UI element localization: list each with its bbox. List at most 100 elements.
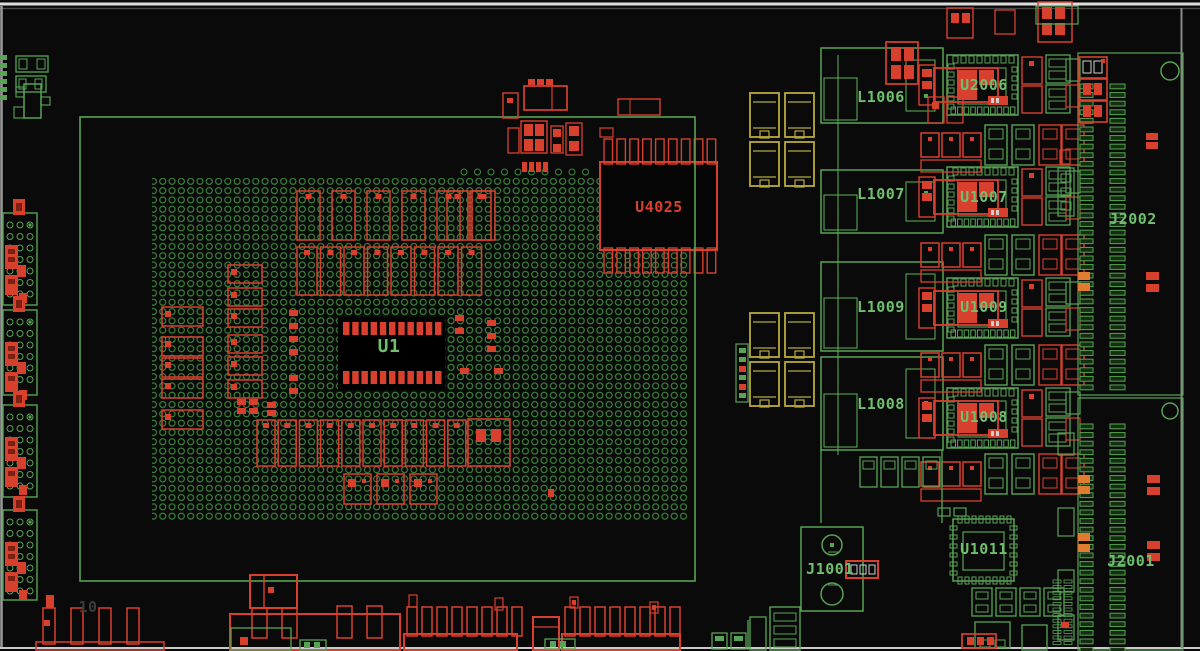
qfn-pin — [976, 439, 983, 448]
cap-outline — [446, 190, 469, 241]
footprint-outline — [845, 560, 879, 579]
cap-outline — [277, 419, 297, 467]
footprint-outline — [730, 632, 747, 650]
pad — [967, 637, 974, 645]
connector-pin — [436, 606, 448, 637]
u4025-pin — [642, 138, 652, 165]
connector-pad — [1079, 612, 1094, 619]
fine-pad — [1063, 596, 1073, 601]
footprint-outline — [98, 607, 112, 645]
pad — [1029, 394, 1034, 399]
pad — [1055, 7, 1065, 19]
connector-pad — [1079, 152, 1094, 159]
footprint-outline — [1042, 477, 1058, 489]
pad — [922, 402, 932, 410]
pad — [0, 71, 7, 76]
footprint-outline — [249, 574, 298, 609]
footprint-outline — [1048, 100, 1067, 110]
footprint-outline — [773, 638, 797, 648]
via — [16, 233, 24, 240]
cap-outline — [1045, 387, 1071, 417]
inductor-outline — [820, 47, 944, 124]
pad-mark — [8, 449, 15, 454]
fine-pad — [1052, 607, 1062, 612]
connector-pad — [1079, 315, 1094, 322]
via — [16, 425, 24, 432]
pad — [1078, 533, 1090, 541]
pad — [491, 429, 501, 442]
qfn-pin — [1000, 388, 1007, 397]
cap-outline — [984, 234, 1008, 276]
pad — [1094, 105, 1102, 117]
pad — [304, 250, 310, 255]
footprint-outline — [749, 616, 767, 651]
connector-pad — [1079, 384, 1094, 391]
footprint-outline — [36, 58, 46, 70]
pad — [1146, 133, 1158, 140]
via — [26, 425, 34, 432]
qfn-red-overlay — [933, 67, 999, 103]
pad — [1029, 173, 1034, 178]
u1-pad — [379, 371, 387, 384]
connector-pad — [1079, 307, 1094, 313]
connector-pad — [1109, 117, 1126, 124]
via — [26, 576, 34, 583]
cap-outline — [1011, 344, 1035, 386]
connector-pad — [1109, 229, 1126, 236]
via — [568, 168, 576, 176]
tiny-pad — [249, 408, 258, 414]
pad — [390, 423, 397, 428]
pad-mark — [8, 279, 15, 284]
cap-outline — [1021, 418, 1043, 447]
pad — [17, 362, 26, 374]
connector-pin — [639, 606, 651, 637]
u1-pad — [407, 371, 414, 384]
footprint-outline — [946, 96, 964, 124]
via — [487, 168, 495, 176]
tiny-pad — [249, 399, 258, 405]
qfn-pin — [949, 552, 958, 558]
connector-pin — [654, 606, 666, 637]
cap-outline — [920, 461, 940, 487]
dot — [28, 415, 32, 419]
cap-outline — [296, 246, 318, 296]
connector-pad — [1109, 298, 1126, 305]
cap-outline — [227, 356, 263, 376]
qfn-pin — [992, 515, 998, 524]
qfn-pin — [947, 199, 955, 206]
footprint-outline — [336, 605, 353, 639]
qfn-pin — [976, 218, 983, 227]
refdes-label-U2006: U2006 — [960, 76, 1008, 94]
connector-pad — [1109, 629, 1126, 636]
pad-mark — [991, 210, 994, 215]
pad — [369, 423, 375, 428]
pad — [5, 572, 18, 592]
u1-pad — [352, 371, 359, 384]
cap-outline — [413, 246, 436, 296]
qfn-pin — [1011, 298, 1018, 305]
u4025-pin — [680, 138, 691, 165]
tiny-pad — [455, 315, 464, 321]
connector-pad — [1079, 578, 1094, 585]
cap-outline — [362, 419, 382, 467]
u4025-pin — [654, 138, 665, 165]
cap-outline — [984, 124, 1008, 166]
fine-pad — [1052, 579, 1062, 584]
cap-outline — [941, 461, 961, 487]
qfn-pin — [990, 218, 996, 227]
footprint-outline — [995, 587, 1017, 617]
pad — [46, 595, 54, 608]
cap-outline — [343, 246, 365, 296]
inductor-inner — [823, 194, 858, 231]
via — [26, 553, 34, 560]
connector-pad — [1079, 332, 1094, 339]
u4025-pin — [706, 247, 717, 274]
qfn-inner — [962, 531, 1005, 571]
cap-outline — [1011, 234, 1035, 276]
connector-pin — [451, 606, 463, 637]
cap-outline — [469, 190, 492, 241]
qfn-pin — [1011, 178, 1018, 185]
cap-notch — [794, 179, 805, 188]
via — [6, 318, 14, 326]
